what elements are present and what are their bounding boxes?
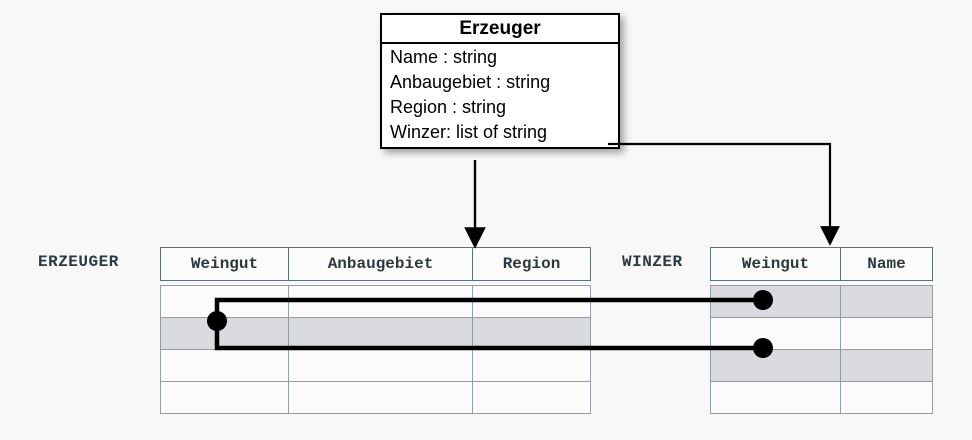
table-header-row: Weingut Name (710, 247, 933, 281)
uml-attribute-list: Name : string Anbaugebiet : string Regio… (382, 44, 618, 147)
uml-attribute-anbaugebiet: Anbaugebiet : string (390, 72, 551, 92)
table-cell (840, 285, 933, 318)
table-cell (288, 317, 473, 350)
table-cell (710, 285, 841, 318)
table-cell (840, 317, 933, 350)
table-label-winzer: WINZER (622, 253, 683, 271)
uml-class-name: Erzeuger (382, 15, 618, 44)
table-cell (472, 381, 591, 414)
table-cell (288, 349, 473, 382)
table-cell (288, 381, 473, 414)
table-cell (472, 349, 591, 382)
column-header-anbaugebiet: Anbaugebiet (288, 247, 473, 281)
table-cell (160, 317, 289, 350)
table-row (710, 381, 933, 414)
uml-attribute-region: Region : string (390, 97, 507, 117)
table-cell (710, 381, 841, 414)
erzeuger-body-table (160, 285, 591, 414)
table-row (710, 285, 933, 318)
table-cell (160, 381, 289, 414)
table-cell (710, 349, 841, 382)
table-header-row: Weingut Anbaugebiet Region (160, 247, 591, 281)
table-cell (472, 317, 591, 350)
table-row (710, 317, 933, 350)
table-row (160, 317, 591, 350)
winzer-body-table (710, 285, 933, 414)
column-header-weingut: Weingut (710, 247, 841, 281)
uml-class-box: Erzeuger Name : string Anbaugebiet : str… (380, 13, 620, 149)
column-header-weingut: Weingut (160, 247, 289, 281)
table-cell (710, 317, 841, 350)
table-row (160, 285, 591, 318)
winzer-header-table: Weingut Name (710, 247, 933, 281)
table-cell (472, 285, 591, 318)
table-label-erzeuger: ERZEUGER (38, 253, 119, 271)
arrow-winzer-to-winzer-table (608, 142, 840, 246)
table-cell (160, 349, 289, 382)
uml-attribute-winzer: Winzer: list of string (390, 122, 548, 142)
table-cell (840, 349, 933, 382)
table-row (160, 349, 591, 382)
table-row (160, 381, 591, 414)
column-header-name: Name (840, 247, 933, 281)
erzeuger-header-table: Weingut Anbaugebiet Region (160, 247, 591, 281)
table-row (710, 349, 933, 382)
table-cell (840, 381, 933, 414)
column-header-region: Region (472, 247, 591, 281)
table-cell (160, 285, 289, 318)
table-cell (288, 285, 473, 318)
uml-attribute-name: Name : string (390, 47, 498, 67)
